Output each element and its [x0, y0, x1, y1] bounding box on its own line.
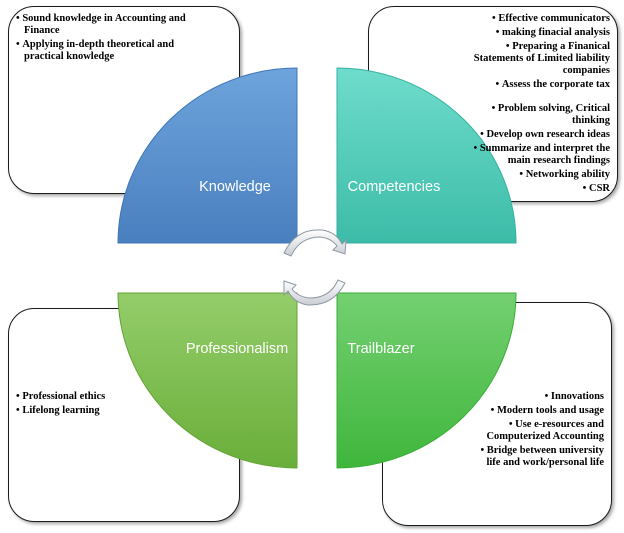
professionalism-list: Professional ethics Lifelong learning — [16, 391, 216, 419]
knowledge-quadrant — [117, 67, 298, 244]
list-item: Use e-resources and Computerized Account… — [464, 419, 604, 443]
list-item: Develop own research ideas — [462, 129, 610, 141]
list-item: Summarize and interpret the main researc… — [462, 143, 610, 167]
list-item: Networking ability — [462, 169, 610, 181]
list-item: Professional ethics — [16, 391, 216, 403]
knowledge-list: Sound knowledge in Accounting and Financ… — [16, 13, 216, 65]
list-item: Sound knowledge in Accounting and Financ… — [16, 13, 216, 37]
trailblazer-list: Innovations Modern tools and usage Use e… — [464, 391, 604, 471]
list-item: CSR — [462, 183, 610, 195]
list-item: making finacial analysis — [462, 27, 610, 39]
competencies-list: Effective communicators making finacial … — [462, 13, 610, 197]
competencies-label: Competencies — [348, 179, 441, 195]
list-item: Applying in-depth theoretical and practi… — [16, 39, 216, 63]
cycle-arrows-icon — [283, 229, 347, 306]
list-item: Innovations — [464, 391, 604, 403]
list-item: Effective communicators — [462, 13, 610, 25]
list-item: Problem solving, Critical thinking — [462, 103, 610, 127]
list-item: Preparing a Finanical Statements of Limi… — [462, 41, 610, 77]
professionalism-quadrant — [117, 292, 298, 469]
list-item: Assess the corporate tax — [462, 79, 610, 91]
trailblazer-label: Trailblazer — [347, 341, 414, 357]
knowledge-label: Knowledge — [199, 179, 271, 195]
list-item: Lifelong learning — [16, 405, 216, 417]
professionalism-label: Professionalism — [186, 341, 288, 357]
list-item: Modern tools and usage — [464, 405, 604, 417]
list-item: Bridge between university life and work/… — [464, 445, 604, 469]
